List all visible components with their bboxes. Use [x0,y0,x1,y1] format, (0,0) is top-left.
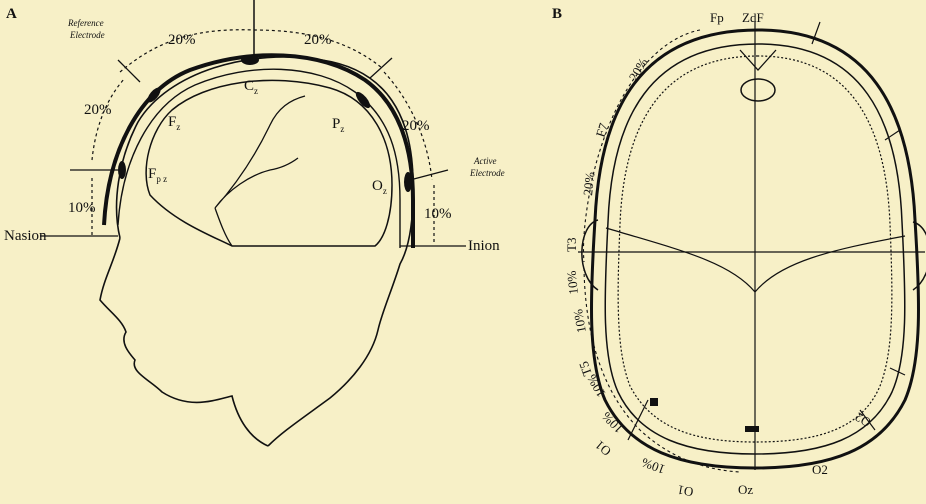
panel-b-letter: B [552,6,562,22]
b-label-oz: Oz [738,482,753,497]
panel-a-letter: A [6,6,17,22]
b-label-20-mid: 20% [580,171,597,196]
percent-20-front: 20% [84,102,112,118]
b-label-fp: Fp [710,10,724,25]
electrode-b-oz [745,426,759,432]
electrode-b-o1 [650,398,658,406]
reference-label-2: Electrode [69,30,105,40]
b-label-o2: O2 [812,462,828,477]
percent-20-right-top: 20% [304,32,332,48]
active-label-2: Electrode [469,168,505,178]
b-label-t3: T3 [564,238,579,252]
b-label-fpz: ZdF [742,10,764,25]
electrode-oz [404,172,412,192]
active-label-1: Active [473,156,496,166]
electrode-fpz [118,161,126,179]
b-label-o1: O1 [676,482,694,499]
inion-label: Inion [468,238,500,254]
percent-10-front: 10% [68,200,96,216]
reference-label-1: Reference [67,18,104,28]
b-label-10-a: 10% [564,270,581,295]
percent-20-back: 20% [402,118,430,134]
nasion-label: Nasion [4,228,47,244]
electrode-cz [241,55,259,65]
percent-10-back: 10% [424,206,452,222]
percent-20-left-top: 20% [168,32,196,48]
